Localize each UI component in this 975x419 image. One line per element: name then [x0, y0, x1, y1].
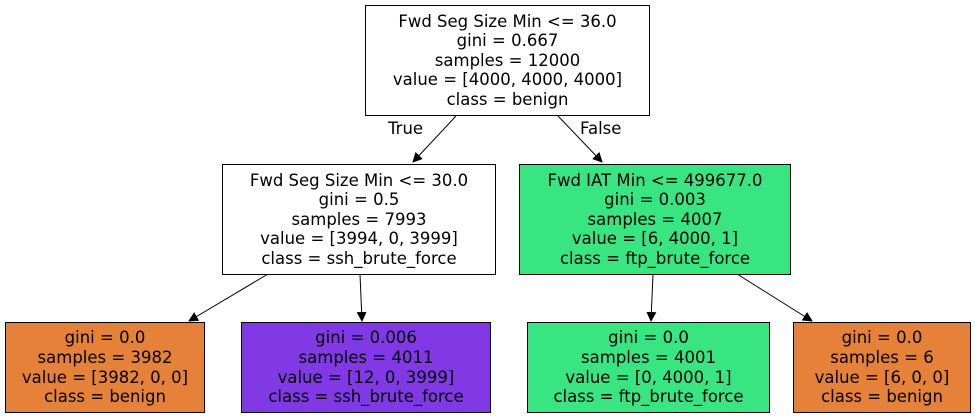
- edge-split-right-to-leaf-3: [646, 273, 657, 322]
- split-right-gini: gini = 0.003: [604, 190, 706, 210]
- leaf-2-value: value = [12, 0, 3999]: [277, 367, 455, 387]
- split-left-node: Fwd Seg Size Min <= 30.0 gini = 0.5 samp…: [222, 164, 496, 275]
- leaf-4-samples: samples = 6: [830, 347, 934, 367]
- edge-root-to-split-left: [412, 115, 457, 163]
- root-value: value = [4000, 4000, 4000]: [392, 70, 623, 90]
- edge-split-left-to-leaf-2: [356, 273, 367, 322]
- split-right-samples: samples = 4007: [587, 209, 723, 229]
- leaf-4-node: gini = 0.0 samples = 6 value = [6, 0, 0]…: [793, 322, 971, 413]
- edge-label-false: False: [580, 119, 622, 138]
- split-left-gini: gini = 0.5: [318, 190, 400, 210]
- split-right-value: value = [6, 4000, 1]: [571, 229, 739, 249]
- leaf-2-node: gini = 0.006 samples = 4011 value = [12,…: [241, 322, 491, 413]
- edge-split-left-to-leaf-1: [188, 273, 269, 322]
- leaf-1-class: class = benign: [44, 387, 166, 407]
- root-node: Fwd Seg Size Min <= 36.0 gini = 0.667 sa…: [365, 5, 650, 116]
- split-left-value: value = [3994, 0, 3999]: [260, 229, 458, 249]
- split-right-condition: Fwd IAT Min <= 499677.0: [547, 170, 763, 190]
- leaf-1-samples: samples = 3982: [37, 347, 173, 367]
- root-samples: samples = 12000: [434, 50, 581, 70]
- leaf-1-node: gini = 0.0 samples = 3982 value = [3982,…: [5, 322, 205, 413]
- split-right-class: class = ftp_brute_force: [559, 248, 751, 268]
- split-left-condition: Fwd Seg Size Min <= 30.0: [249, 170, 469, 190]
- root-gini: gini = 0.667: [456, 31, 559, 51]
- root-condition: Fwd Seg Size Min <= 36.0: [398, 11, 617, 31]
- leaf-4-class: class = benign: [821, 387, 943, 407]
- leaf-4-value: value = [6, 0, 0]: [814, 367, 950, 387]
- split-right-node: Fwd IAT Min <= 499677.0 gini = 0.003 sam…: [519, 164, 791, 275]
- edge-split-right-to-leaf-4: [736, 273, 813, 322]
- leaf-4-gini: gini = 0.0: [841, 328, 923, 348]
- leaf-2-class: class = ssh_brute_force: [268, 387, 464, 407]
- leaf-3-samples: samples = 4001: [581, 347, 716, 367]
- split-left-class: class = ssh_brute_force: [261, 248, 457, 268]
- leaf-3-class: class = ftp_brute_force: [553, 387, 744, 407]
- leaf-3-gini: gini = 0.0: [608, 328, 689, 348]
- leaf-2-samples: samples = 4011: [298, 347, 434, 367]
- leaf-2-gini: gini = 0.006: [315, 328, 417, 348]
- edge-label-true: True: [388, 119, 424, 138]
- root-class: class = benign: [446, 89, 569, 109]
- leaf-1-gini: gini = 0.0: [64, 328, 146, 348]
- leaf-1-value: value = [3982, 0, 0]: [21, 367, 189, 387]
- leaf-3-node: gini = 0.0 samples = 4001 value = [0, 40…: [527, 322, 770, 413]
- split-left-samples: samples = 7993: [291, 209, 427, 229]
- edge-root-to-split-right: [557, 115, 603, 163]
- leaf-3-value: value = [0, 4000, 1]: [565, 367, 732, 387]
